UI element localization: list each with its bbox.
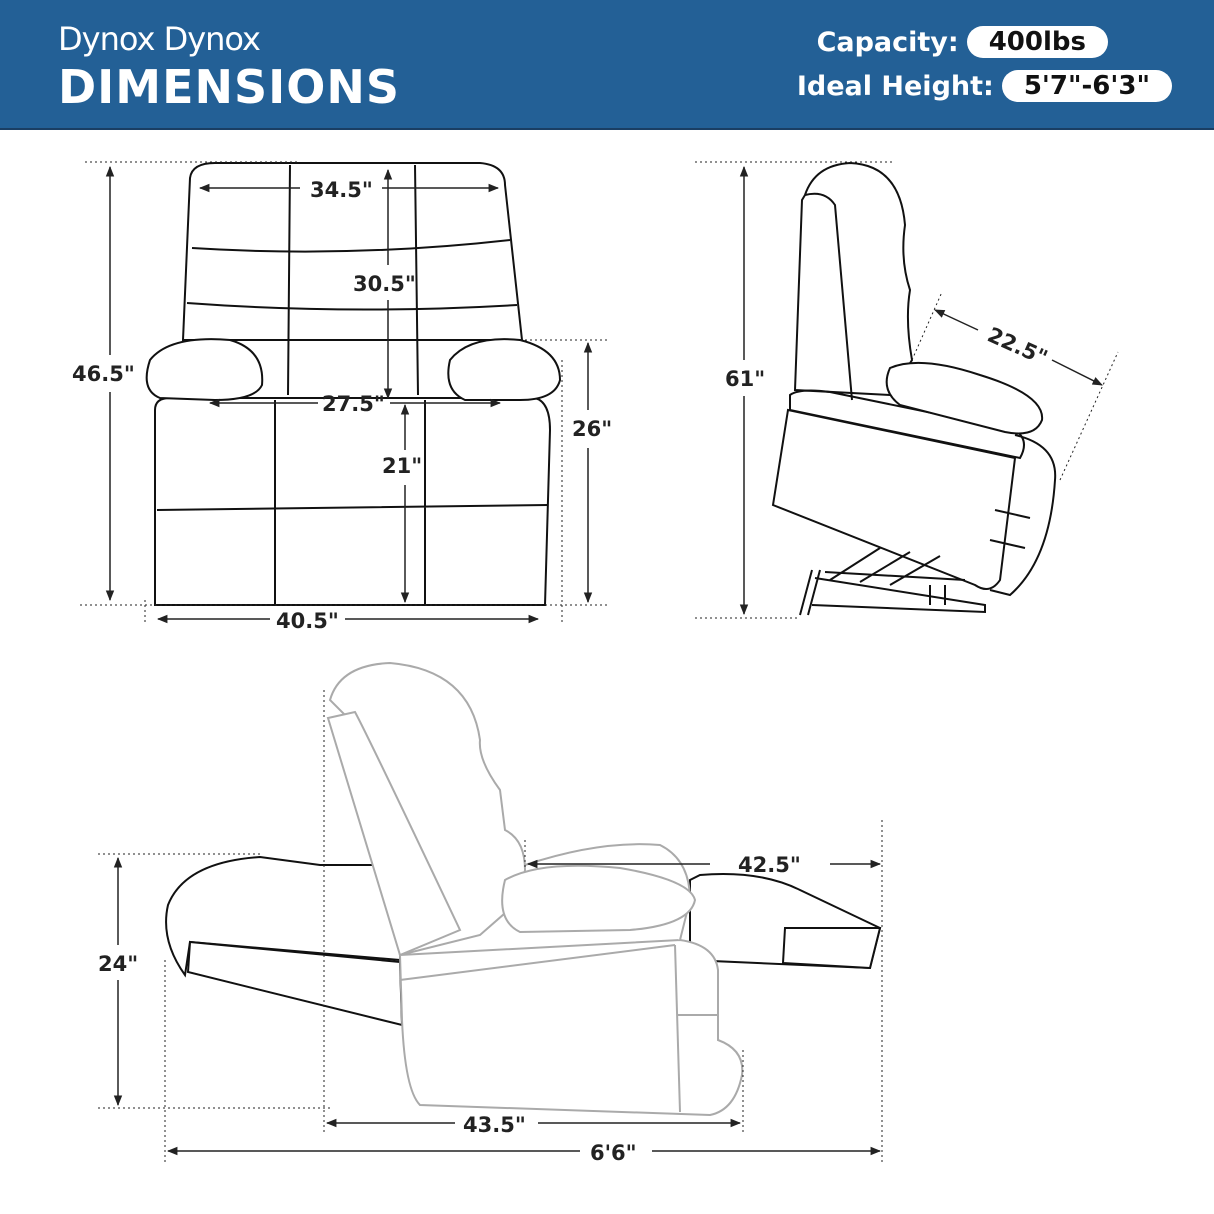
reclined-view-chair — [326, 661, 744, 1117]
seat-width-label: 27.5" — [322, 392, 385, 416]
back-height-label: 30.5" — [353, 272, 416, 296]
reclined-height-label: 24" — [98, 952, 138, 976]
ideal-height-spec: Ideal Height: 5'7"-6'3" — [797, 70, 1172, 102]
reclined-depth-label: 43.5" — [463, 1113, 526, 1137]
front-view-dimension-lines — [80, 161, 610, 625]
front-view-chair — [145, 162, 562, 606]
side-view-dimension-lines — [695, 161, 1119, 619]
reclined-view-dimension-lines — [98, 690, 883, 1165]
overall-width-label: 40.5" — [276, 609, 339, 633]
footrest-extension-label: 42.5" — [738, 853, 801, 877]
capacity-spec: Capacity: 400lbs — [817, 26, 1108, 58]
capacity-value: 400lbs — [966, 26, 1108, 58]
overall-height-label: 46.5" — [72, 362, 135, 386]
seat-height-label: 21" — [382, 454, 422, 478]
page-title: DIMENSIONS — [58, 60, 400, 114]
ideal-height-value: 5'7"-6'3" — [1001, 70, 1172, 102]
reclined-footrest-left — [165, 855, 404, 1027]
header-banner: Dynox Dynox DIMENSIONS Capacity: 400lbs … — [0, 0, 1214, 130]
brand-logo: Dynox Dynox — [58, 20, 261, 58]
capacity-label: Capacity: — [816, 26, 959, 58]
ideal-height-label: Ideal Height: — [796, 70, 994, 102]
arm-height-label: 26" — [572, 417, 612, 441]
back-width-label: 34.5" — [310, 178, 373, 202]
lift-height-label: 61" — [725, 367, 765, 391]
seat-depth-label: 22.5" — [984, 323, 1051, 370]
side-view-chair — [771, 161, 1057, 616]
reclined-footrest-right — [689, 873, 882, 970]
overall-length-label: 6'6" — [590, 1141, 637, 1165]
